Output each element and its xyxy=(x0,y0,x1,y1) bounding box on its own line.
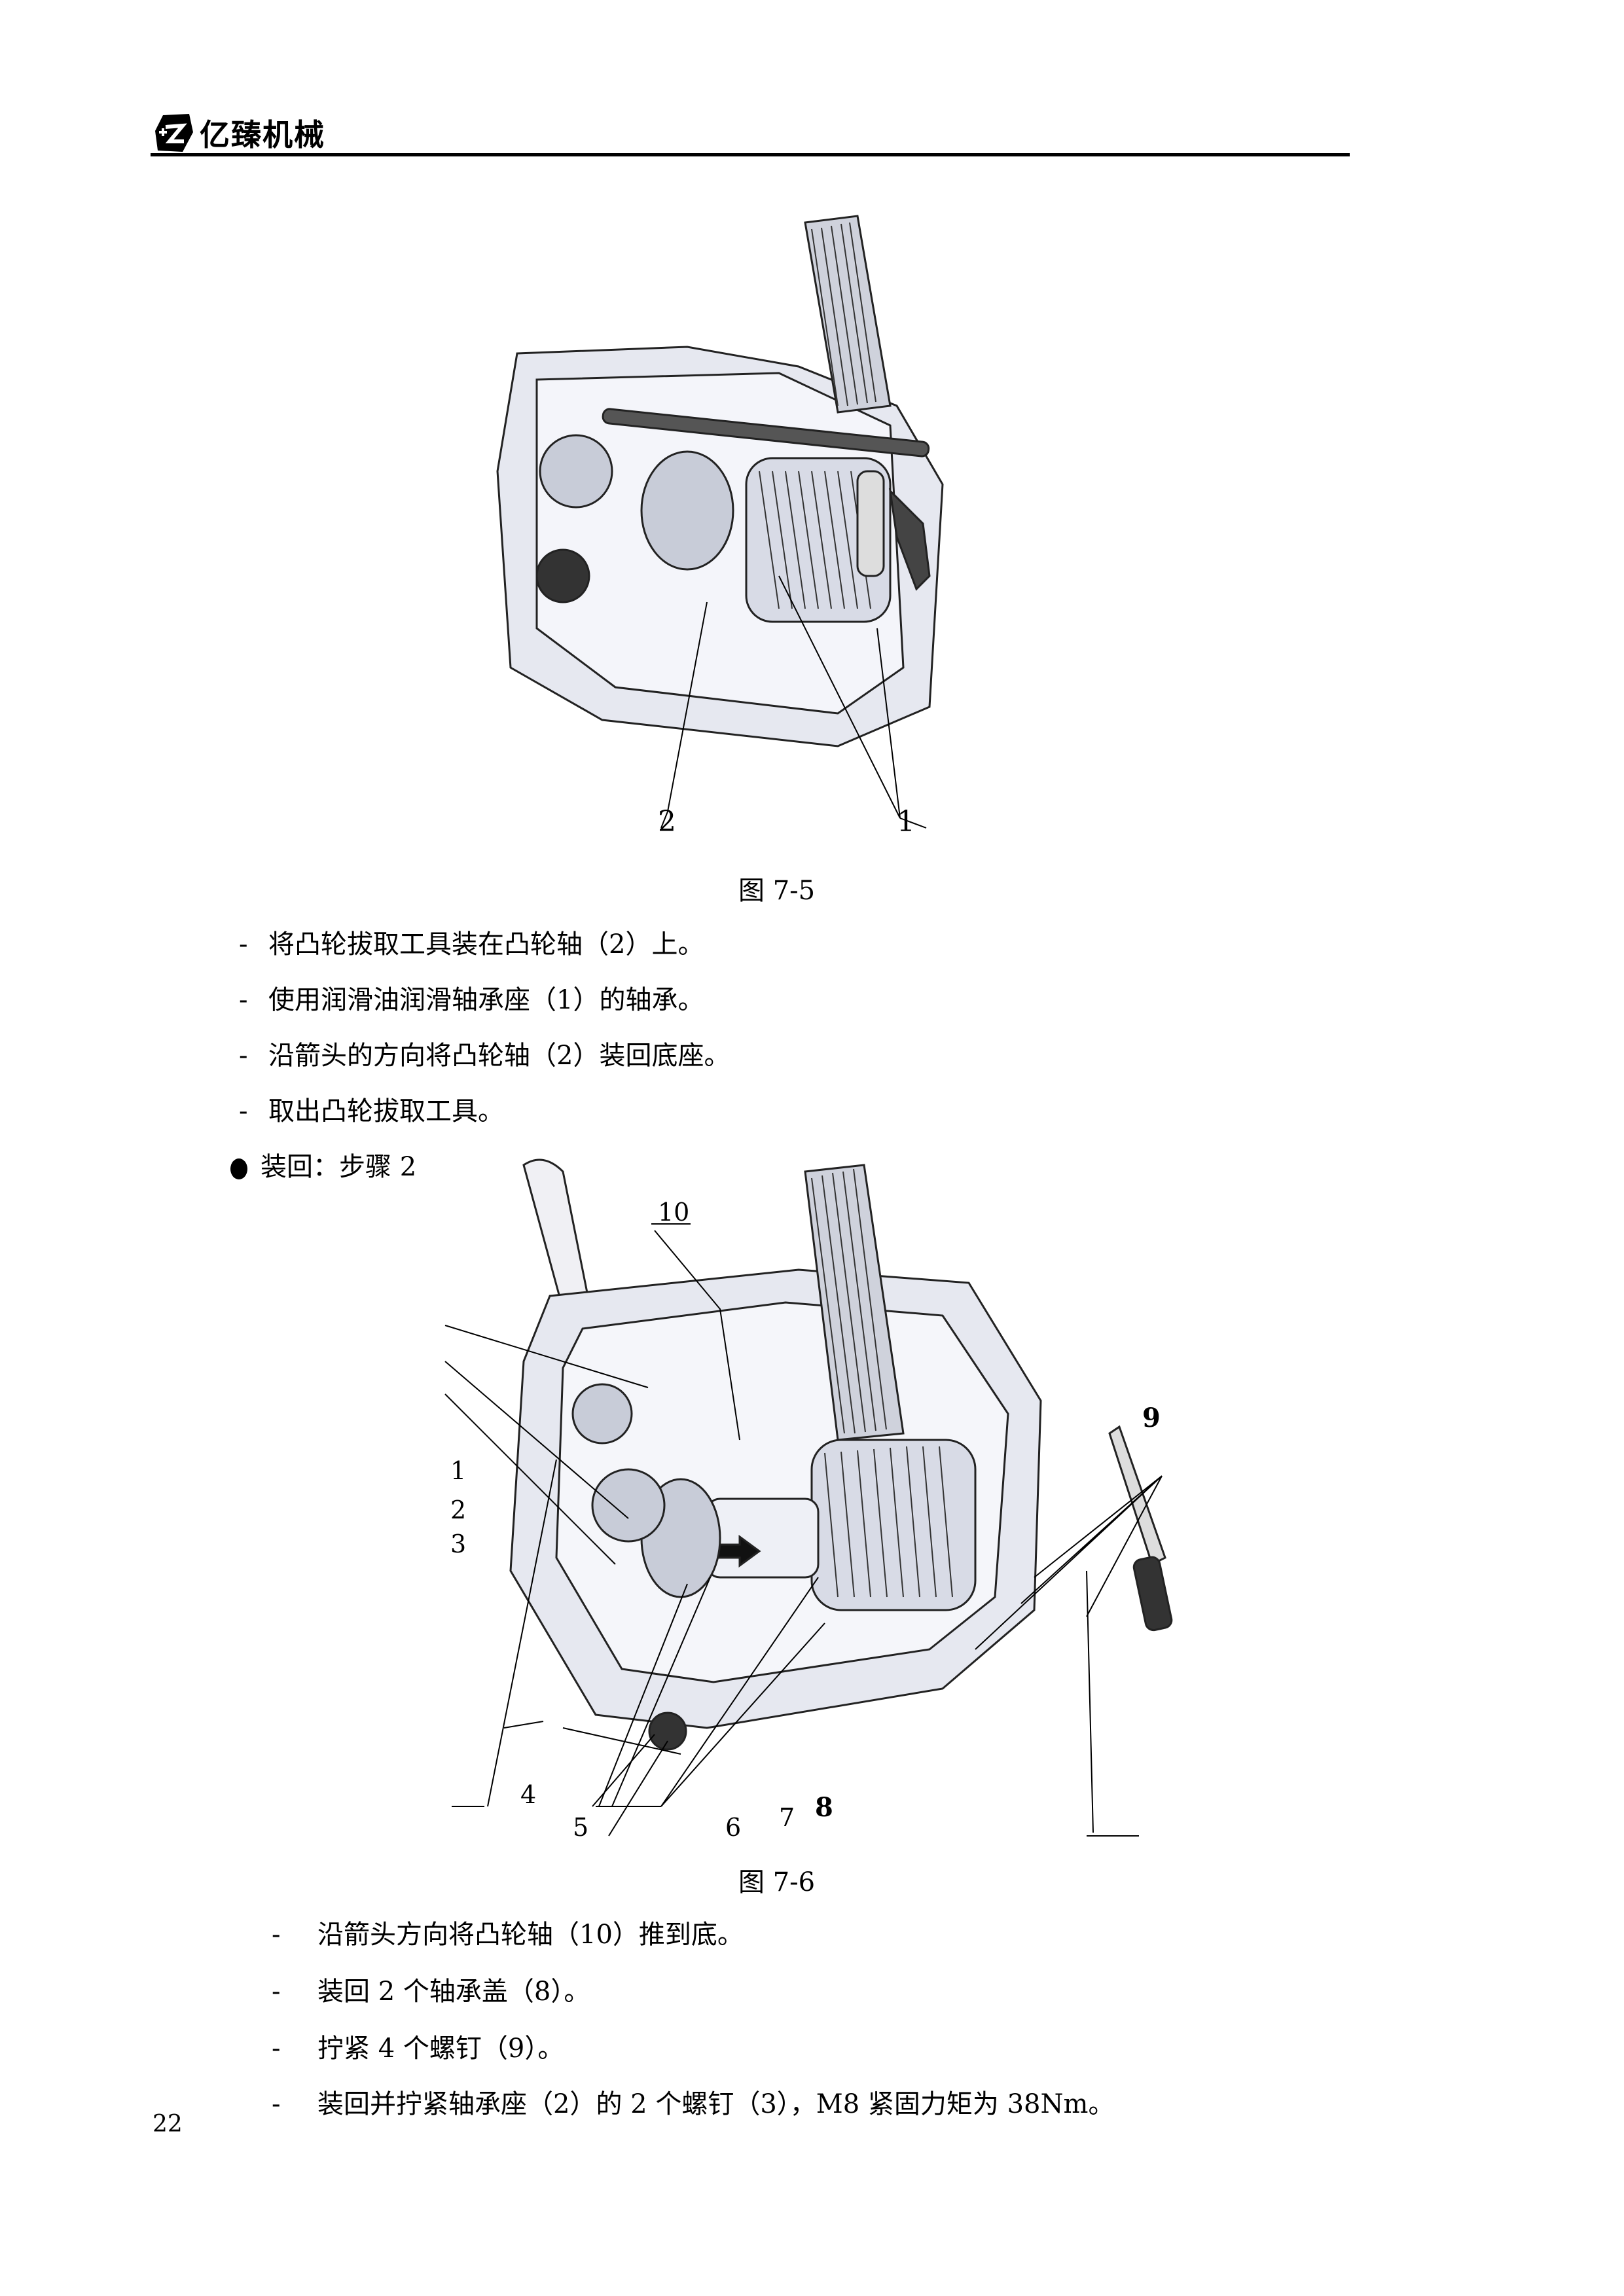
step-item: -使用润滑油润滑轴承座（1）的轴承。 xyxy=(239,985,704,1015)
callout-label: 1 xyxy=(897,805,915,838)
figure-7-5-illustration: 2 1 xyxy=(496,215,944,838)
section-heading: 装回：步骤 2 xyxy=(230,1145,416,1183)
figure-caption: 图 7-5 xyxy=(738,876,816,906)
callout-label: 7 xyxy=(779,1803,795,1832)
step-item: -沿箭头的方向将凸轮轴（2）装回底座。 xyxy=(239,1041,731,1071)
step-item: -沿箭头方向将凸轮轴（10）推到底。 xyxy=(272,1920,744,1950)
callout-label: 10 xyxy=(658,1198,689,1227)
callout-label: 3 xyxy=(450,1530,466,1558)
figure-caption: 图 7-6 xyxy=(738,1867,816,1897)
step-item: -取出凸轮拔取工具。 xyxy=(239,1096,504,1126)
company-name: 亿臻机械 xyxy=(200,117,325,152)
figure-7-6-illustration: 10 1 2 3 4 5 6 7 8 9 xyxy=(444,1158,1173,1842)
callout-label: 1 xyxy=(450,1456,466,1485)
callout-label: 8 xyxy=(815,1792,833,1823)
company-logo xyxy=(155,114,193,152)
callout-label: 2 xyxy=(658,805,676,838)
step-item: -拧紧 4 个螺钉（9）。 xyxy=(272,2034,564,2064)
callout-label: 4 xyxy=(520,1780,536,1809)
callout-label: 6 xyxy=(725,1813,741,1842)
header-rule xyxy=(151,153,1350,156)
step-item: -将凸轮拔取工具装在凸轮轴（2）上。 xyxy=(239,929,704,960)
step-item: -装回并拧紧轴承座（2）的 2 个螺钉（3），M8 紧固力矩为 38Nm。 xyxy=(272,2089,1115,2119)
callout-label: 9 xyxy=(1142,1403,1161,1433)
page-number: 22 xyxy=(153,2111,183,2138)
callout-label: 2 xyxy=(450,1496,466,1524)
step-item: -装回 2 个轴承盖（8）。 xyxy=(272,1977,590,2007)
bullet-icon xyxy=(230,1158,247,1179)
callout-label: 5 xyxy=(573,1813,588,1842)
